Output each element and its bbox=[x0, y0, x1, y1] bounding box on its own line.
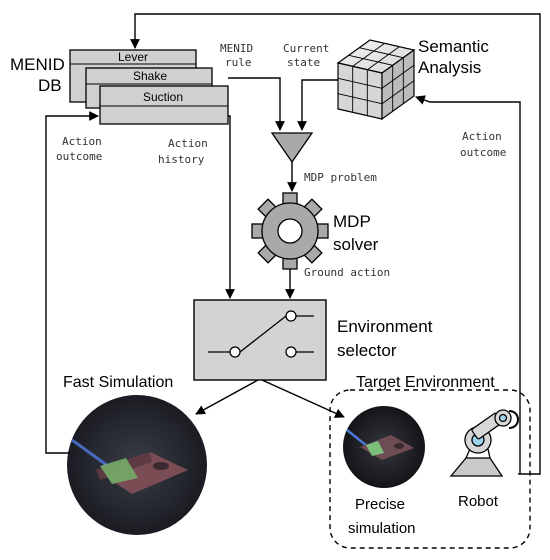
semantic-analysis-subtitle: Analysis bbox=[418, 58, 481, 77]
environment-selector: Environment selector bbox=[193, 299, 433, 381]
environment-selector-subtitle: selector bbox=[337, 341, 397, 360]
fast-simulation-title: Fast Simulation bbox=[63, 374, 173, 391]
db-card-lever-label: Lever bbox=[118, 50, 148, 64]
environment-selector-title: Environment bbox=[337, 317, 433, 336]
menid-rule-label: MENID bbox=[220, 42, 253, 55]
selector-box bbox=[193, 299, 327, 381]
precise-simulation-label: Precise bbox=[355, 496, 405, 513]
action-outcome-right-label-2: outcome bbox=[460, 146, 506, 159]
db-card-suction: Suction bbox=[99, 85, 229, 125]
gear-icon bbox=[251, 192, 329, 270]
mdp-problem-label: MDP problem bbox=[304, 171, 377, 184]
action-outcome-right-label: Action bbox=[462, 130, 502, 143]
mdp-solver-subtitle: solver bbox=[333, 235, 379, 254]
semantic-analysis-title: Semantic bbox=[418, 37, 489, 56]
menid-db-title: MENID bbox=[10, 55, 65, 74]
action-history-label-2: history bbox=[158, 153, 205, 166]
fast-simulation: Fast Simulation bbox=[63, 374, 207, 535]
db-card-suction-label: Suction bbox=[143, 90, 183, 104]
edge-menid-rule bbox=[228, 77, 285, 131]
merge-triangle-icon bbox=[270, 132, 314, 164]
switch-icon bbox=[208, 310, 314, 358]
fast-simulation-image bbox=[67, 395, 207, 535]
precise-simulation-label-2: simulation bbox=[348, 520, 416, 537]
connectors bbox=[45, 13, 541, 475]
action-outcome-left-label-2: outcome bbox=[56, 150, 102, 163]
current-state-label: Current bbox=[283, 42, 329, 55]
edge-to-target-env bbox=[261, 379, 345, 418]
action-outcome-left-label: Action bbox=[62, 135, 102, 148]
target-environment-title: Target Environment bbox=[356, 374, 495, 391]
menid-db: MENID DB Lever Shake Suction bbox=[10, 49, 229, 125]
edge-current-state bbox=[297, 79, 338, 131]
semantic-analysis: Semantic Analysis bbox=[336, 37, 489, 121]
edge-to-fast-sim bbox=[195, 379, 259, 415]
edge-robot-to-db bbox=[130, 13, 541, 475]
mdp-solver: MDP solver bbox=[251, 192, 379, 270]
robot-label: Robot bbox=[458, 493, 499, 510]
edge-fast-sim-outcome bbox=[45, 111, 99, 454]
current-state-label-2: state bbox=[287, 56, 320, 69]
db-card-suction-box bbox=[99, 85, 229, 125]
precise-simulation-image bbox=[343, 406, 425, 488]
edge-outcome-to-semantic bbox=[415, 95, 521, 474]
action-history-label: Action bbox=[168, 137, 208, 150]
menid-db-subtitle: DB bbox=[38, 76, 62, 95]
mdp-solver-title: MDP bbox=[333, 212, 371, 231]
ground-action-label: Ground action bbox=[304, 266, 390, 279]
robot-arm-icon bbox=[449, 409, 519, 477]
menid-rule-label-2: rule bbox=[225, 56, 252, 69]
edge-action-history bbox=[225, 115, 235, 299]
target-environment: Target Environment Precise simulation Ro… bbox=[329, 374, 531, 549]
cube-icon bbox=[336, 39, 416, 121]
db-card-shake-label: Shake bbox=[133, 69, 167, 83]
flow-labels: MENID rule Current state Action outcome … bbox=[56, 42, 506, 279]
